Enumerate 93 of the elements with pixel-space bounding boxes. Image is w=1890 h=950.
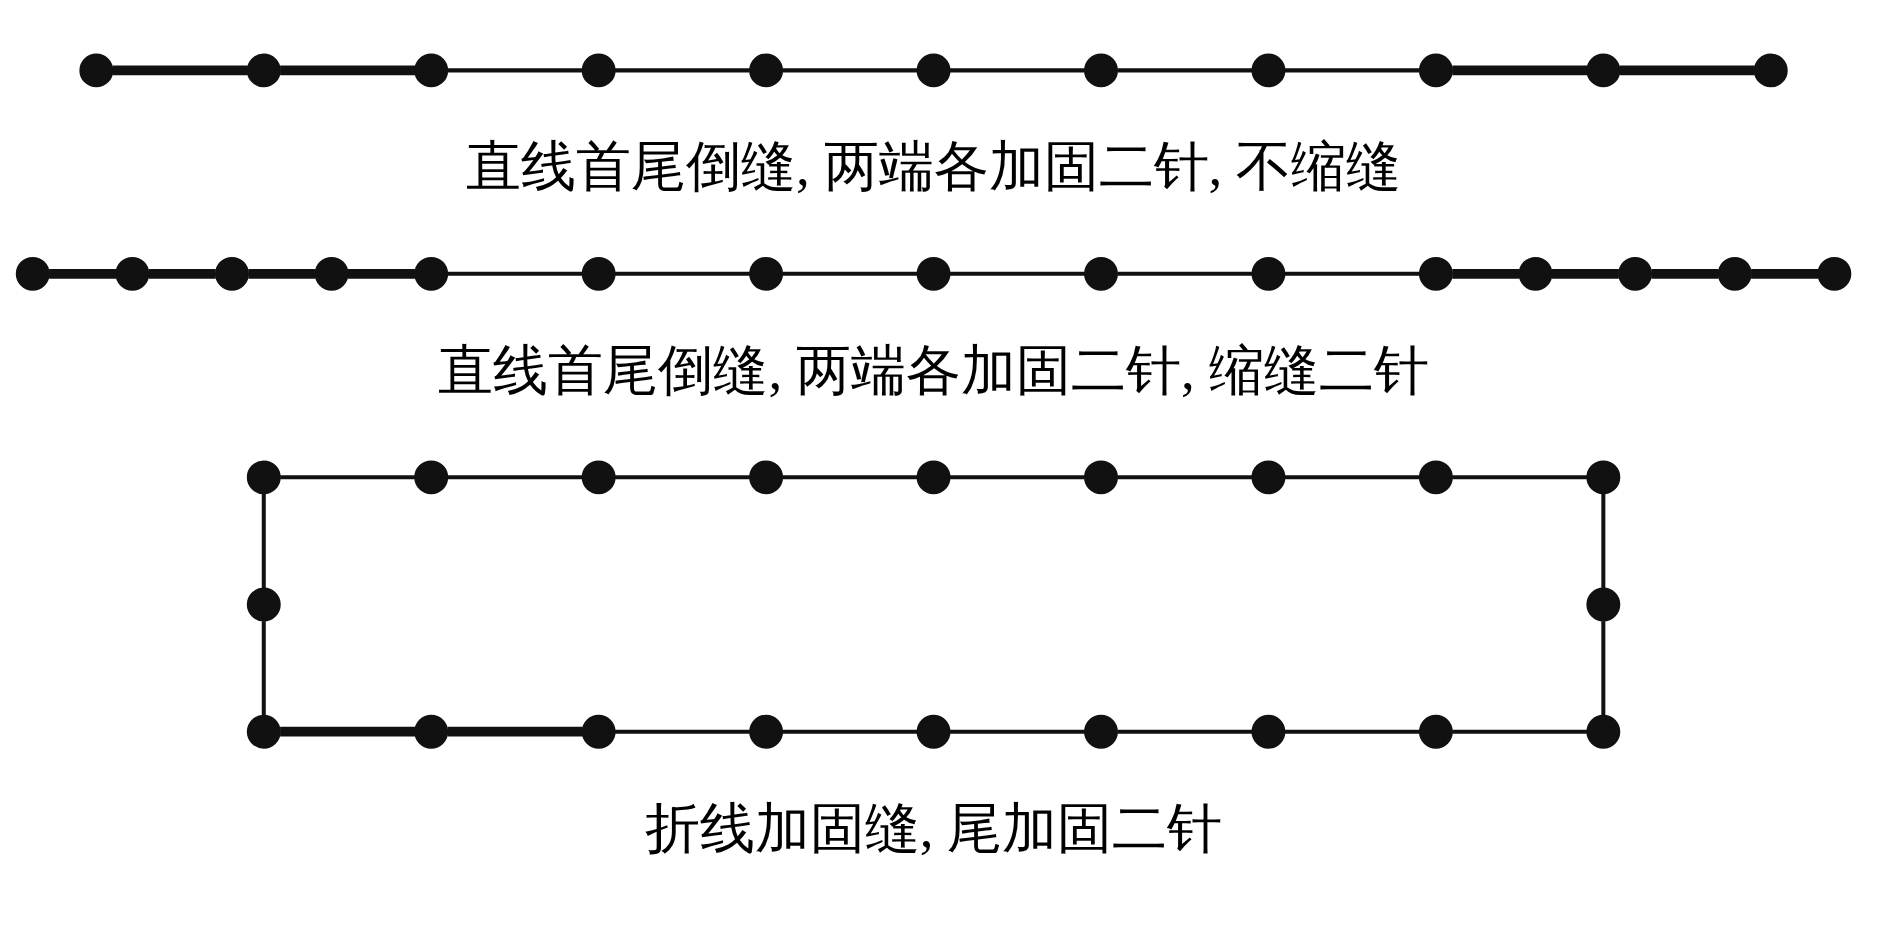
- connector: [1452, 475, 1588, 480]
- connector: [615, 271, 751, 276]
- connector: [1117, 475, 1253, 480]
- node-circle: [246, 587, 281, 622]
- node-circle: [1586, 714, 1621, 749]
- node-circle: [1251, 256, 1286, 291]
- node-circle: [916, 256, 951, 291]
- node-circle: [246, 714, 281, 749]
- connector: [1452, 729, 1588, 734]
- node-circle: [115, 256, 150, 291]
- connector: [447, 68, 583, 73]
- connector: [949, 68, 1086, 73]
- connector: [1651, 268, 1719, 279]
- connector: [615, 729, 751, 734]
- connector: [1601, 621, 1606, 716]
- connector: [347, 268, 415, 279]
- connector: [1117, 729, 1253, 734]
- connector: [1117, 271, 1253, 276]
- node-circle: [1084, 53, 1118, 88]
- node-circle: [749, 460, 784, 495]
- connector: [261, 493, 266, 589]
- connector: [447, 475, 583, 480]
- node-circle: [749, 53, 784, 88]
- connector: [782, 475, 918, 480]
- node-circle: [749, 256, 784, 291]
- node-circle: [414, 53, 449, 88]
- connector: [148, 268, 216, 279]
- node-circle: [1618, 256, 1653, 291]
- connector: [949, 729, 1086, 734]
- node-circle: [581, 714, 616, 749]
- connector: [1284, 475, 1420, 480]
- connector: [1117, 68, 1253, 73]
- connector: [261, 621, 266, 716]
- node-circle: [1418, 460, 1453, 495]
- connector: [49, 268, 117, 279]
- node-circle: [1251, 460, 1286, 495]
- node-circle: [246, 460, 281, 495]
- node-circle: [15, 256, 50, 291]
- node-circle: [1586, 587, 1621, 622]
- connector: [615, 475, 751, 480]
- node-circle: [749, 714, 784, 749]
- connector: [280, 726, 416, 737]
- node-circle: [79, 53, 114, 88]
- connector: [949, 271, 1086, 276]
- connector: [949, 475, 1086, 480]
- node-circle: [581, 256, 616, 291]
- node-circle: [1084, 256, 1118, 291]
- connector: [1601, 493, 1606, 589]
- connector: [1751, 268, 1819, 279]
- node-circle: [414, 460, 449, 495]
- node-circle: [215, 256, 249, 291]
- connector: [1452, 65, 1588, 76]
- node-circle: [1251, 53, 1286, 88]
- connector: [615, 68, 751, 73]
- node-circle: [1251, 714, 1286, 749]
- connector: [280, 475, 416, 480]
- node-circle: [414, 714, 449, 749]
- node-circle: [1084, 460, 1118, 495]
- node-circle: [414, 256, 449, 291]
- node-circle: [916, 53, 951, 88]
- connector: [280, 65, 416, 76]
- connector: [1284, 729, 1420, 734]
- node-circle: [1586, 460, 1621, 495]
- connector: [782, 271, 918, 276]
- node-circle: [1753, 53, 1788, 88]
- node-circle: [581, 460, 616, 495]
- connector: [112, 65, 248, 76]
- node-circle: [1817, 256, 1852, 291]
- node-circle: [1084, 714, 1118, 749]
- connector: [1284, 68, 1420, 73]
- node-circle: [581, 53, 616, 88]
- node-circle: [246, 53, 281, 88]
- connector: [447, 271, 583, 276]
- node-circle: [916, 714, 951, 749]
- node-circle: [1418, 256, 1453, 291]
- node-circle: [1717, 256, 1752, 291]
- node-circle: [1418, 714, 1453, 749]
- connector: [1551, 268, 1619, 279]
- label: 折线加固缝, 尾加固二针: [644, 797, 1223, 859]
- label: 直线首尾倒缝, 两端各加固二针, 缩缝二针: [438, 339, 1429, 401]
- node-circle: [314, 256, 349, 291]
- connector: [248, 268, 316, 279]
- connector: [447, 726, 583, 737]
- node-circle: [1418, 53, 1453, 88]
- connector: [782, 68, 918, 73]
- node-circle: [1586, 53, 1621, 88]
- connector: [1284, 271, 1420, 276]
- node-circle: [1518, 256, 1553, 291]
- label: 直线首尾倒缝, 两端各加固二针, 不缩缝: [466, 136, 1402, 198]
- node-circle: [916, 460, 951, 495]
- connector: [782, 729, 918, 734]
- connector: [1619, 65, 1755, 76]
- connector: [1452, 268, 1520, 279]
